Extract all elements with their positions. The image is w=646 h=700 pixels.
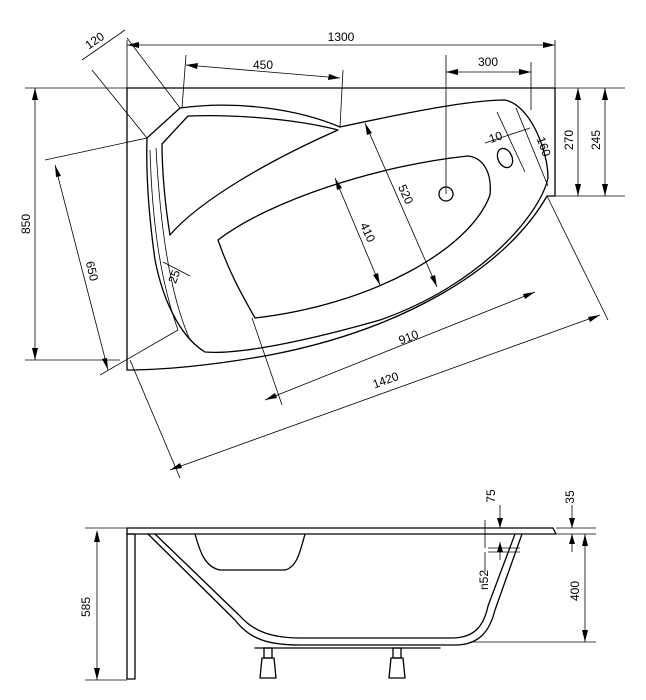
dim-label-n52: n52	[477, 570, 491, 590]
front-panel	[126, 533, 136, 680]
dim-line-410	[334, 177, 381, 286]
dim-line-120	[81, 29, 126, 61]
dim-line-650	[54, 164, 109, 371]
dim-label-410: 410	[357, 220, 378, 244]
dim-line-10	[484, 127, 531, 144]
left-foot-icon	[259, 647, 277, 679]
side-view: 585 75 n52 35 400	[79, 489, 596, 681]
dim-label-850: 850	[19, 214, 33, 234]
dim-label-25: 25	[165, 268, 183, 286]
dim-line-1420	[169, 314, 601, 471]
dim-line-520	[364, 122, 438, 288]
right-foot-icon	[388, 647, 406, 679]
dim-label-270: 270	[562, 130, 576, 150]
top-view: 1300 120 450 300 850 270	[19, 29, 625, 479]
dim-line-450	[185, 64, 341, 79]
dim-label-585: 585	[79, 597, 93, 617]
overflow-icon	[496, 147, 514, 169]
tub-body-outer	[147, 533, 523, 646]
dim-label-245: 245	[589, 130, 603, 150]
rim-side-line-2	[155, 147, 191, 341]
dim-label-910: 910	[397, 327, 421, 347]
dim-label-75: 75	[484, 489, 498, 503]
dim-label-650: 650	[83, 260, 102, 283]
tub-body-inner	[154, 533, 516, 639]
dim-label-120: 120	[82, 29, 107, 52]
rim-side-line	[149, 149, 179, 331]
tub-outline	[126, 87, 556, 371]
dim-label-300: 300	[478, 55, 498, 69]
seat-contour	[161, 114, 339, 236]
dim-line-910	[264, 291, 536, 401]
dim-label-450: 450	[253, 58, 273, 72]
seat-profile	[194, 533, 306, 571]
dim-label-10: 10	[487, 128, 505, 146]
basin-contour	[217, 155, 491, 319]
dim-line-25	[162, 261, 191, 277]
overflow-axis	[496, 111, 526, 173]
rim-inner-contour	[146, 99, 549, 354]
dim-label-160: 160	[534, 135, 554, 159]
dim-label-520: 520	[395, 182, 416, 206]
dim-label-1300: 1300	[328, 30, 355, 44]
dim-label-35: 35	[563, 490, 577, 504]
dim-line-160	[515, 107, 549, 187]
tub-rim	[126, 527, 557, 535]
dim-label-400: 400	[568, 581, 582, 601]
